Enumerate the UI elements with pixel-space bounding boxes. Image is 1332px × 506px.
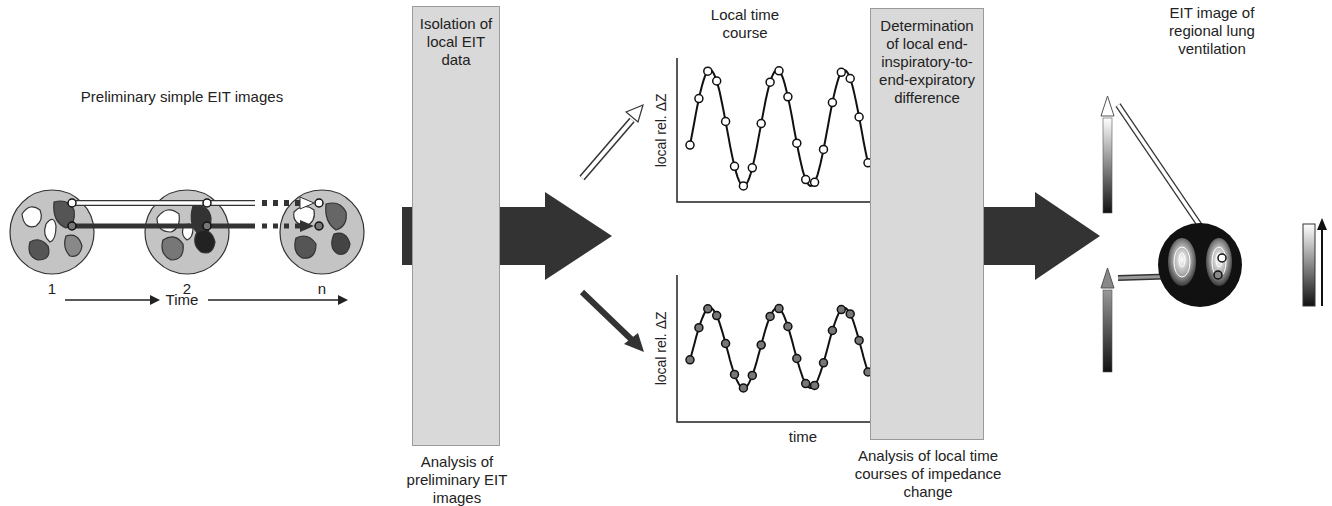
sample-dot — [713, 312, 721, 320]
plot-title: Local time course — [690, 6, 800, 42]
sample-dot — [695, 95, 703, 103]
eit-frames — [10, 190, 364, 274]
sample-dot — [748, 371, 756, 379]
sample-dot — [695, 324, 703, 332]
axis-label: time — [773, 428, 833, 446]
figure-title: EIT image of regional lung ventilation — [1142, 4, 1282, 58]
sample-dot — [855, 336, 863, 344]
axis-label: local rel. ΔZ — [653, 293, 670, 403]
frame-number: n — [307, 280, 337, 298]
sample-dot — [820, 145, 828, 153]
sample-dot — [686, 141, 694, 149]
sample-dot — [802, 380, 810, 388]
box-caption: Analysis of preliminary EIT images — [389, 453, 525, 506]
color-scale — [1303, 218, 1327, 306]
sample-dot — [784, 93, 792, 101]
sample-dot — [837, 306, 845, 314]
frame-number: 1 — [37, 280, 67, 298]
sample-dot — [748, 164, 756, 172]
sample-dot — [766, 78, 774, 86]
plot-axes — [677, 58, 880, 422]
axis-label: local rel. ΔZ — [653, 75, 670, 185]
lung-image — [1158, 223, 1242, 307]
time-curve — [690, 70, 868, 186]
sample-dot — [802, 176, 810, 184]
sample-dot — [837, 68, 845, 76]
time-arrow — [65, 295, 348, 305]
sample-dot — [811, 381, 819, 389]
box-caption: Analysis of local time courses of impeda… — [833, 447, 1023, 501]
pixel-tracks — [68, 197, 323, 232]
sample-dot — [828, 327, 836, 335]
sample-dot — [766, 312, 774, 320]
process-box: Isolation of local EIT dataAnalysis of p… — [412, 6, 500, 446]
sample-dot — [775, 305, 783, 313]
box-heading: Determination of local end-inspiratory-t… — [871, 9, 983, 115]
sample-dot — [731, 370, 739, 378]
sample-dot — [731, 162, 739, 170]
sample-dot — [793, 139, 801, 147]
sample-dot — [757, 341, 765, 349]
box-heading: Isolation of local EIT data — [413, 7, 499, 77]
time-curve — [690, 308, 868, 388]
sample-dot — [704, 67, 712, 75]
sample-dot — [722, 118, 730, 126]
sample-dot — [775, 67, 783, 75]
sample-dot — [713, 77, 721, 85]
sample-dot — [739, 384, 747, 392]
sample-dot — [846, 75, 854, 83]
sample-dot — [846, 310, 854, 318]
sample-dot — [811, 178, 819, 186]
sample-dot — [828, 99, 836, 107]
figure-title: Preliminary simple EIT images — [47, 88, 317, 106]
sample-dot — [704, 305, 712, 313]
sample-dot — [757, 120, 765, 128]
sample-dots — [686, 305, 872, 392]
branch-arrows — [582, 105, 644, 352]
sample-dot — [793, 355, 801, 363]
sample-dot — [739, 182, 747, 190]
sample-dot — [820, 359, 828, 367]
sample-dot — [855, 113, 863, 121]
process-box: Determination of local end-inspiratory-t… — [870, 8, 984, 440]
sample-dot — [722, 340, 730, 348]
sample-dots — [686, 67, 872, 190]
axis-label: Time — [160, 291, 204, 309]
sample-dot — [784, 323, 792, 331]
sample-dot — [686, 356, 694, 364]
